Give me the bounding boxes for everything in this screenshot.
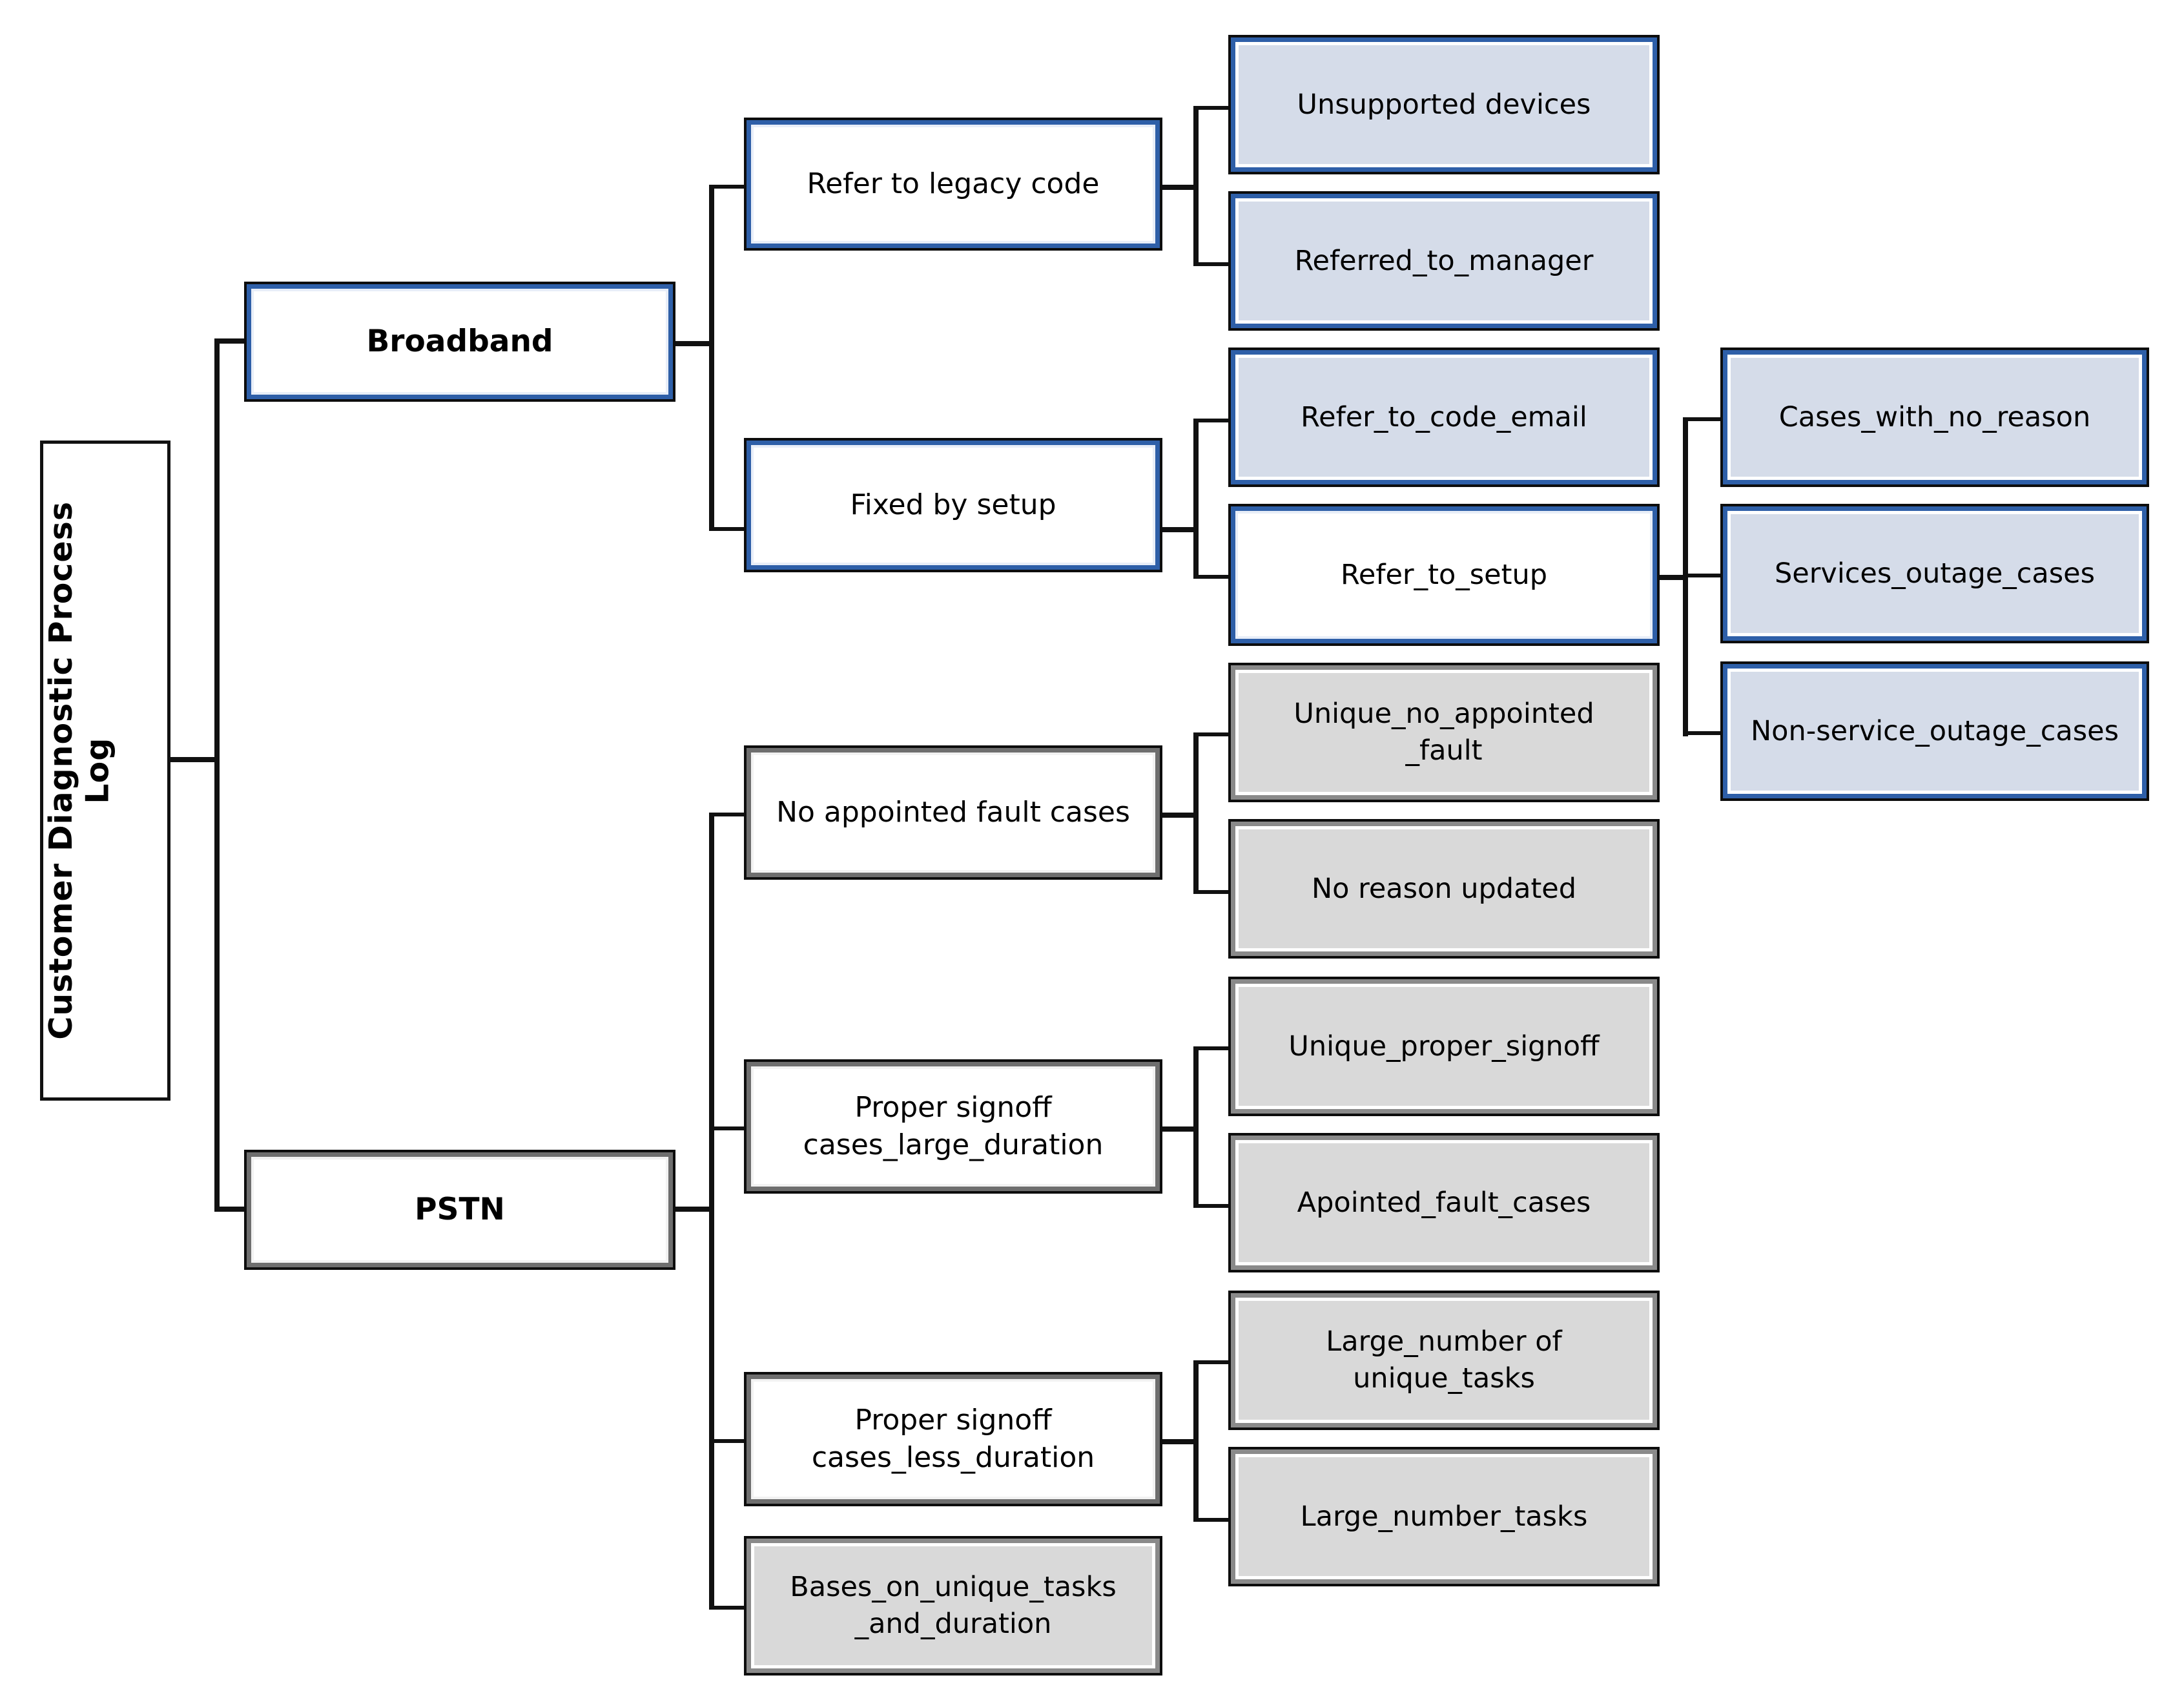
connector-pstn-to-no-appointed [709, 813, 745, 816]
connector-refersetup-to-non-service-outage [1683, 731, 1723, 735]
node-proper-signoff-cases-less-duration-label: Proper signoff cases_less_duration [811, 1403, 1095, 1474]
node-pstn[interactable]: PSTN [247, 1152, 673, 1267]
connector-fixed-to-code-email [1193, 419, 1230, 422]
node-unsupported-devices[interactable]: Unsupported devices [1231, 37, 1657, 172]
node-broadband[interactable]: Broadband [247, 284, 673, 399]
node-pstn-label: PSTN [415, 1191, 505, 1227]
node-refer-to-code-email[interactable]: Refer_to_code_email [1231, 350, 1657, 484]
root-node-customer-diagnostic-process-log[interactable]: Customer Diagnostic Process Log [40, 441, 170, 1101]
node-no-reason-updated-label: No reason updated [1311, 872, 1577, 905]
node-referred-to-manager[interactable]: Referred_to_manager [1231, 194, 1657, 328]
node-no-appointed-fault-cases[interactable]: No appointed fault cases [747, 748, 1160, 877]
connector-lessduration-to-large-unique-tasks [1193, 1360, 1230, 1364]
connector-pstn-bus [709, 814, 714, 1610]
node-proper-signoff-cases-less-duration[interactable]: Proper signoff cases_less_duration [747, 1375, 1160, 1504]
connector-broadband-bus [709, 186, 714, 530]
connector-noappointed-bus [1193, 734, 1199, 894]
node-large-number-of-unique-tasks-label: Large_number of unique_tasks [1326, 1325, 1562, 1395]
node-non-service-outage-cases[interactable]: Non-service_outage_cases [1723, 664, 2147, 798]
node-cases-with-no-reason-label: Cases_with_no_reason [1778, 400, 2091, 433]
connector-trunk-level1 [214, 341, 220, 1212]
connector-refersetup-out [1645, 575, 1688, 580]
root-node-label: Customer Diagnostic Process Log [43, 501, 116, 1040]
connector-lessduration-out [1157, 1439, 1199, 1444]
connector-refersetup-bus [1683, 419, 1688, 736]
connector-broadband-to-legacy [709, 185, 745, 189]
node-unique-proper-signoff-label: Unique_proper_signoff [1288, 1030, 1600, 1063]
node-fixed-by-setup[interactable]: Fixed by setup [747, 441, 1160, 570]
node-apointed-fault-cases-label: Apointed_fault_cases [1297, 1186, 1591, 1219]
node-large-number-tasks-label: Large_number_tasks [1300, 1500, 1588, 1533]
connector-legacy-to-manager [1193, 262, 1230, 266]
connector-pstn-out [672, 1207, 714, 1212]
connector-largeduration-out [1157, 1126, 1199, 1132]
connector-fixed-bus [1193, 420, 1199, 579]
connector-broadband-out [672, 341, 714, 346]
node-bases-on-unique-tasks-and-duration-label: Bases_on_unique_tasks _and_duration [790, 1571, 1117, 1640]
connector-legacy-bus [1193, 107, 1199, 265]
connector-noappointed-out [1157, 813, 1199, 818]
node-apointed-fault-cases[interactable]: Apointed_fault_cases [1231, 1136, 1657, 1270]
node-refer-to-legacy-code-label: Refer to legacy code [807, 167, 1100, 200]
node-proper-signoff-cases-large-duration[interactable]: Proper signoff cases_large_duration [747, 1062, 1160, 1191]
connector-pstn-to-less-duration [709, 1439, 745, 1443]
connector-legacy-to-unsupported [1193, 106, 1230, 110]
node-no-reason-updated[interactable]: No reason updated [1231, 822, 1657, 956]
node-large-number-tasks[interactable]: Large_number_tasks [1231, 1449, 1657, 1584]
node-cases-with-no-reason[interactable]: Cases_with_no_reason [1723, 350, 2147, 484]
node-no-appointed-fault-cases-label: No appointed fault cases [776, 795, 1130, 829]
node-unique-no-appointed-fault[interactable]: Unique_no_appointed _fault [1231, 665, 1657, 800]
node-refer-to-setup-label: Refer_to_setup [1340, 558, 1548, 591]
node-unsupported-devices-label: Unsupported devices [1297, 88, 1591, 121]
node-services-outage-cases[interactable]: Services_outage_cases [1723, 506, 2147, 641]
node-refer-to-setup[interactable]: Refer_to_setup [1231, 506, 1657, 643]
node-non-service-outage-cases-label: Non-service_outage_cases [1750, 714, 2119, 747]
node-referred-to-manager-label: Referred_to_manager [1294, 244, 1594, 277]
connector-largeduration-bus [1193, 1048, 1199, 1208]
connector-broadband-to-fixed [709, 527, 745, 531]
node-proper-signoff-cases-large-duration-label: Proper signoff cases_large_duration [803, 1090, 1104, 1161]
node-unique-proper-signoff[interactable]: Unique_proper_signoff [1231, 979, 1657, 1114]
connector-fixed-to-refer-setup [1193, 575, 1230, 579]
connector-root-stub [169, 757, 220, 762]
node-services-outage-cases-label: Services_outage_cases [1774, 557, 2096, 590]
connector-pstn-to-bases-on-unique [709, 1606, 745, 1610]
node-unique-no-appointed-fault-label: Unique_no_appointed _fault [1293, 698, 1594, 767]
node-large-number-of-unique-tasks[interactable]: Large_number of unique_tasks [1231, 1293, 1657, 1427]
connector-lessduration-bus [1193, 1362, 1199, 1522]
connector-trunk-bottom-to-pstn [214, 1207, 247, 1212]
connector-fixed-out [1157, 527, 1199, 532]
node-refer-to-code-email-label: Refer_to_code_email [1301, 400, 1587, 433]
connector-refersetup-to-no-reason [1683, 417, 1723, 421]
node-refer-to-legacy-code[interactable]: Refer to legacy code [747, 120, 1160, 248]
node-fixed-by-setup-label: Fixed by setup [850, 488, 1056, 521]
connector-largeduration-to-apointed-fault [1193, 1204, 1230, 1208]
connector-refersetup-to-services-outage [1683, 574, 1723, 577]
connector-noappointed-to-unique-fault [1193, 732, 1230, 736]
connector-lessduration-to-large-number-tasks [1193, 1518, 1230, 1522]
connector-legacy-out [1157, 185, 1199, 190]
connector-pstn-to-large-duration [709, 1126, 745, 1130]
connector-trunk-top-to-broadband [214, 338, 247, 344]
connector-noappointed-to-no-reason-updated [1193, 890, 1230, 894]
connector-largeduration-to-unique-signoff [1193, 1046, 1230, 1050]
node-broadband-label: Broadband [366, 323, 553, 359]
node-bases-on-unique-tasks-and-duration[interactable]: Bases_on_unique_tasks _and_duration [747, 1539, 1160, 1673]
